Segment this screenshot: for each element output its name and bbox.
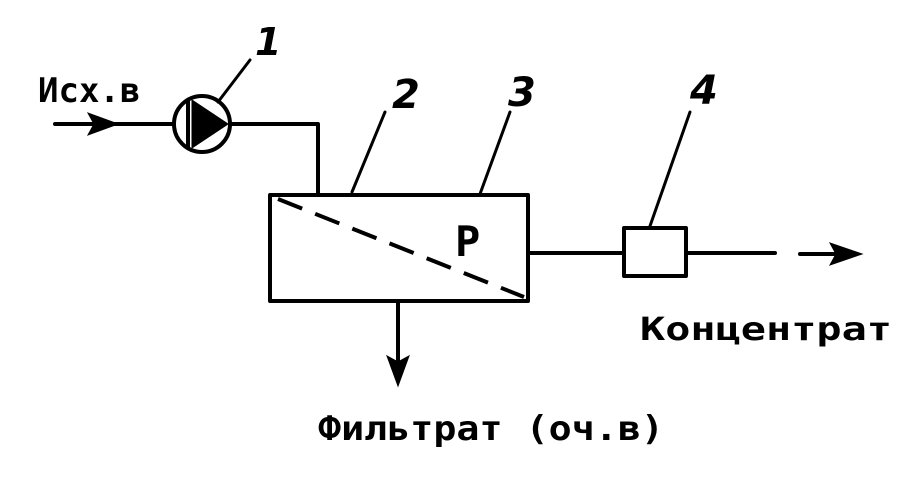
membrane-leader	[350, 110, 387, 194]
inlet-label: Исх.в	[38, 71, 140, 111]
filtrate-label: Фильтрат (оч.в)	[318, 409, 664, 449]
valve-leader	[648, 110, 692, 228]
valve-box	[622, 226, 688, 278]
pump-number: 1	[255, 20, 281, 64]
pressure-label: P	[455, 217, 480, 266]
pump-leader	[216, 58, 252, 104]
feed-pipe	[228, 122, 320, 197]
inlet-arrow	[53, 112, 176, 136]
housing-number: 3	[508, 70, 536, 116]
housing-leader	[478, 110, 512, 196]
concentrate-label: Концентрат	[640, 310, 892, 348]
filtrate-outlet-arrow	[386, 299, 410, 388]
concentrate-outlet-arrow	[684, 242, 864, 266]
pump-icon	[172, 94, 232, 154]
valve-number: 4	[689, 68, 718, 114]
membrane-number: 2	[392, 72, 420, 118]
membrane-line	[277, 197, 525, 299]
